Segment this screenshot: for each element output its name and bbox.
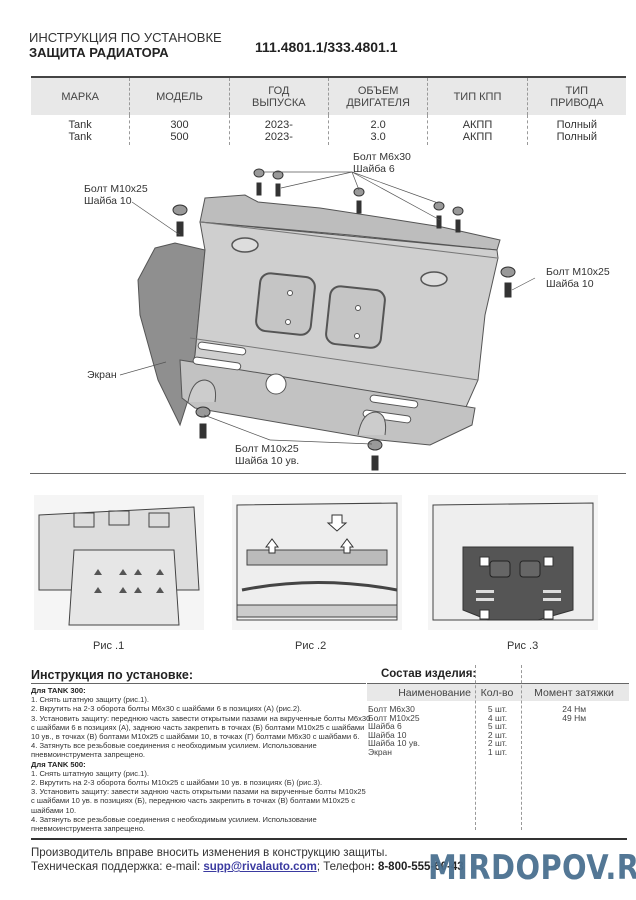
photo-fig3 bbox=[428, 495, 598, 630]
table-row: Экран 1 шт. bbox=[367, 746, 629, 757]
caption-fig2: Рис .2 bbox=[295, 640, 327, 652]
spec-table-row: Tank Tank 300 500 2023- 2023- 2.0 3.0 АК… bbox=[31, 115, 626, 145]
photo-fig1 bbox=[34, 495, 204, 630]
col-header-name: Наименование bbox=[398, 686, 471, 699]
cell-engine: 2.0 3.0 bbox=[329, 115, 429, 145]
item-torque: 24 Нм bbox=[562, 704, 587, 714]
table-top-rule bbox=[31, 76, 626, 78]
tank300-step: 4. Затянуть все резьбовые соединения с н… bbox=[31, 741, 317, 760]
column-divider bbox=[475, 665, 476, 830]
exploded-diagram bbox=[80, 140, 620, 475]
tank300-heading: Для TANK 300: bbox=[31, 686, 86, 695]
item-torque bbox=[519, 731, 629, 740]
tank300-step: 1. Снять штатную защиту (рис.1). bbox=[31, 695, 150, 705]
table-row: Болт М10х25 4 шт. 49 Нм bbox=[367, 712, 629, 723]
footer-rule bbox=[31, 838, 627, 840]
lower-section bbox=[179, 359, 476, 446]
col-header-qty: Кол-во bbox=[480, 686, 514, 699]
composition-header: Наименование Кол-во Момент затяжки bbox=[367, 684, 629, 701]
composition-title: Состав изделия: bbox=[381, 668, 477, 680]
instructions-body: Для TANK 300: 1. Снять штатную защиту (р… bbox=[31, 686, 371, 833]
tank300-step: 3. Установить защиту: переднюю часть зав… bbox=[31, 713, 371, 742]
item-qty: 5 шт. bbox=[487, 721, 508, 731]
callout-bolt-m6x30: Болт М6х30 Шайба 6 bbox=[353, 151, 411, 175]
tank500-heading: Для TANK 500: bbox=[31, 759, 86, 769]
tank300-step: 2. Вкрутить на 2-3 оборота болты М6х30 с… bbox=[31, 704, 302, 714]
table-row: Болт М6х30 5 шт. 24 Нм bbox=[367, 705, 629, 714]
item-qty: 2 шт. bbox=[487, 729, 508, 740]
instructions-rule bbox=[31, 683, 366, 684]
item-name: Болт М10х25 bbox=[368, 712, 420, 723]
support-phone: : 8-800-555-60-43 bbox=[370, 861, 464, 873]
footer-notice: Производитель вправе вносить изменения в… bbox=[31, 847, 388, 859]
item-name: Болт М6х30 bbox=[368, 704, 415, 714]
fig2-drawing bbox=[236, 502, 398, 621]
cell-year: 2023- 2023- bbox=[230, 115, 329, 145]
col-header-make: МАРКА bbox=[31, 78, 131, 115]
phone-label: ; Телефон bbox=[316, 861, 371, 873]
composition-table: Наименование Кол-во Момент затяжки Болт … bbox=[367, 665, 629, 830]
vehicle-spec-table: МАРКА МОДЕЛЬ ГОД ВЫПУСКА ОБЪЕМ ДВИГАТЕЛЯ… bbox=[31, 76, 626, 145]
tank500-step: 2. Вкрутить на 2-3 оборота болты М10х25 … bbox=[31, 778, 323, 788]
top-flange bbox=[199, 194, 501, 251]
part-number: 111.4801.1/333.4801.1 bbox=[255, 39, 398, 55]
col-header-engine: ОБЪЕМ ДВИГАТЕЛЯ bbox=[329, 78, 429, 115]
tank500-step: 3. Установить защиту: завести заднюю час… bbox=[31, 787, 366, 815]
composition-rule bbox=[367, 683, 629, 684]
section-divider bbox=[30, 473, 626, 474]
fig3-drawing bbox=[432, 502, 594, 621]
support-email-link[interactable]: supp@rivalauto.com bbox=[203, 861, 317, 873]
access-window-right bbox=[325, 285, 386, 349]
item-qty: 4 шт. bbox=[487, 712, 508, 723]
item-torque bbox=[519, 748, 629, 757]
item-name: Шайба 10 ув. bbox=[368, 738, 420, 748]
cell-model: 300 500 bbox=[130, 115, 230, 145]
watermark: MIRDOPOV.RU bbox=[428, 848, 636, 888]
table-row: Шайба 10 ув. 2 шт. bbox=[367, 739, 629, 748]
callout-bolt-m10-bottom: Болт М10х25 Шайба 10 ув. bbox=[235, 443, 300, 467]
item-torque bbox=[519, 722, 629, 731]
tank500-step: 1. Снять штатную защиту (рис.1). bbox=[31, 768, 150, 778]
doc-title-line1: ИНСТРУКЦИЯ ПО УСТАНОВКЕ bbox=[29, 30, 222, 45]
support-label: Техническая поддержка: e-mail: bbox=[31, 861, 204, 873]
cell-make: Tank Tank bbox=[31, 115, 131, 145]
photo-fig2 bbox=[232, 495, 402, 630]
cell-drive: Полный Полный bbox=[556, 119, 597, 143]
item-qty: 1 шт. bbox=[487, 746, 508, 757]
item-torque: 49 Нм bbox=[562, 712, 587, 723]
skid-plate-drawing bbox=[119, 168, 536, 471]
doc-title-line2: ЗАЩИТА РАДИАТОРА bbox=[29, 45, 169, 60]
caption-fig1: Рис .1 bbox=[93, 640, 125, 652]
access-window-left bbox=[255, 272, 316, 336]
item-name: Шайба 10 bbox=[368, 729, 407, 740]
col-header-model: МОДЕЛЬ bbox=[130, 78, 230, 115]
item-name: Шайба 6 bbox=[368, 721, 402, 731]
fig1-drawing bbox=[38, 506, 200, 626]
cell-gearbox: АКПП АКПП bbox=[428, 115, 528, 145]
bolt-washer-set bbox=[172, 168, 516, 471]
item-qty: 5 шт. bbox=[487, 704, 508, 714]
spec-table-header: МАРКА МОДЕЛЬ ГОД ВЫПУСКА ОБЪЕМ ДВИГАТЕЛЯ… bbox=[31, 78, 626, 115]
tank500-step: 4. Затянуть все резьбовые соединения с н… bbox=[31, 814, 317, 834]
column-divider bbox=[521, 665, 522, 830]
callout-bolt-m10-left: Болт М10х25 Шайба 10 bbox=[84, 183, 148, 207]
col-header-torque: Момент затяжки bbox=[534, 686, 614, 699]
col-header-gearbox: ТИП КПП bbox=[428, 78, 528, 115]
footer-support: Техническая поддержка: e-mail: supp@riva… bbox=[31, 861, 464, 873]
table-row: Шайба 6 5 шт. bbox=[367, 722, 629, 731]
item-torque bbox=[519, 739, 629, 748]
callout-bolt-m10-right: Болт М10х25 Шайба 10 bbox=[546, 266, 610, 290]
item-qty: 2 шт. bbox=[487, 738, 508, 748]
caption-fig3: Рис .3 bbox=[507, 640, 539, 652]
composition-rows: Болт М6х30 5 шт. 24 Нм Болт М10х25 4 шт. 49 … bbox=[367, 701, 629, 756]
col-header-year: ГОД ВЫПУСКА bbox=[230, 78, 329, 115]
instructions-title: Инструкция по установке: bbox=[31, 668, 193, 682]
col-header-drive: ТИП ПРИВОДА bbox=[550, 84, 604, 109]
callout-screen: Экран bbox=[87, 369, 117, 381]
item-name: Экран bbox=[368, 746, 392, 757]
table-row: Шайба 10 2 шт. bbox=[367, 729, 629, 740]
